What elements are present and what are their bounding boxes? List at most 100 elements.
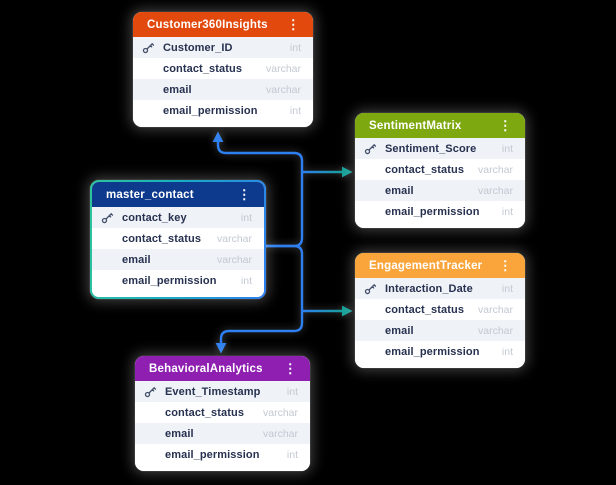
field-row-email_permission[interactable]: email_permission int (355, 341, 525, 362)
field-type: int (501, 345, 513, 358)
field-type: int (501, 142, 513, 155)
table-menu-icon[interactable]: ⋮ (498, 118, 512, 133)
field-name: Sentiment_Score (385, 142, 477, 155)
table-menu-icon[interactable]: ⋮ (283, 361, 297, 376)
key-column-spacer (142, 62, 163, 76)
field-type: int (286, 448, 298, 461)
relationship-master_contact-to-customer360insights[interactable] (212, 131, 304, 248)
key-column-spacer (142, 83, 163, 97)
field-type: varchar (477, 184, 513, 197)
field-name: contact_status (385, 303, 465, 316)
field-name: email_permission (385, 205, 480, 218)
field-type: int (240, 274, 252, 287)
field-row-contact_status[interactable]: contact_status varchar (135, 402, 310, 423)
field-type: varchar (262, 406, 298, 419)
table-title: master_contact (106, 188, 194, 201)
arrowhead-icon (342, 305, 353, 317)
key-column-spacer (101, 253, 122, 267)
field-name: email (385, 324, 414, 337)
table-menu-icon[interactable]: ⋮ (498, 258, 512, 273)
table-node-customer360insights[interactable]: Customer360Insights ⋮ Customer_ID int contac… (133, 12, 313, 127)
field-type: int (501, 205, 513, 218)
table-header-customer360insights[interactable]: Customer360Insights ⋮ (133, 12, 313, 37)
field-type: int (286, 385, 298, 398)
field-type: varchar (216, 253, 252, 266)
field-name: contact_key (122, 211, 187, 224)
field-row-contact_status[interactable]: contact_status varchar (133, 58, 313, 79)
table-header-master_contact[interactable]: master_contact ⋮ (92, 182, 264, 207)
key-column-spacer (144, 427, 165, 441)
field-type: int (289, 41, 301, 54)
field-type: varchar (265, 83, 301, 96)
key-column-spacer (144, 406, 165, 420)
table-header-behavioralanalytics[interactable]: BehavioralAnalytics⋮ (135, 356, 310, 381)
primary-key-icon (364, 282, 385, 296)
key-column-spacer (364, 184, 385, 198)
field-row-contact_key[interactable]: contact_key int (92, 207, 264, 228)
field-row-email_permission[interactable]: email_permission int (355, 201, 525, 222)
relationship-master_contact-to-sentimentmatrix[interactable] (302, 166, 353, 178)
field-name: contact_status (165, 406, 245, 419)
table-menu-icon[interactable]: ⋮ (286, 17, 300, 32)
field-type: varchar (477, 324, 513, 337)
field-type: int (501, 282, 513, 295)
field-name: Customer_ID (163, 41, 233, 54)
key-column-spacer (144, 448, 165, 462)
key-column-spacer (364, 163, 385, 177)
key-column-spacer (364, 345, 385, 359)
field-name: contact_status (163, 62, 243, 75)
relationship-line[interactable] (216, 141, 304, 248)
field-row-Customer_ID[interactable]: Customer_ID int (133, 37, 313, 58)
field-name: email_permission (385, 345, 480, 358)
field-row-Interaction_Date[interactable]: Interaction_Date int (355, 278, 525, 299)
table-menu-icon[interactable]: ⋮ (237, 187, 251, 202)
field-name: email (165, 427, 194, 440)
field-type: varchar (265, 62, 301, 75)
field-name: email_permission (163, 104, 258, 117)
field-name: Event_Timestamp (165, 385, 261, 398)
arrowhead-icon (215, 343, 227, 354)
field-name: contact_status (122, 232, 202, 245)
arrowhead-icon (212, 131, 224, 142)
key-column-spacer (364, 205, 385, 219)
field-row-Sentiment_Score[interactable]: Sentiment_Score int (355, 138, 525, 159)
relationship-master_contact-to-behavioralanalytics[interactable] (215, 244, 304, 354)
table-header-sentimentmatrix[interactable]: SentimentMatrix ⋮ (355, 113, 525, 138)
field-type: varchar (262, 427, 298, 440)
field-row-email[interactable]: email varchar (135, 423, 310, 444)
table-title: Customer360Insights (147, 18, 268, 31)
field-name: contact_status (385, 163, 465, 176)
field-name: Interaction_Date (385, 282, 473, 295)
relationship-master_contact-to-engagementtracker[interactable] (302, 305, 353, 317)
field-type: int (240, 211, 252, 224)
field-row-Event_Timestamp[interactable]: Event_Timestamp int (135, 381, 310, 402)
field-name: email_permission (165, 448, 260, 461)
key-column-spacer (101, 232, 122, 246)
field-row-email_permission[interactable]: email_permission int (135, 444, 310, 465)
table-header-engagementtracker[interactable]: EngagementTracker ⋮ (355, 253, 525, 278)
table-title: EngagementTracker (369, 259, 483, 272)
relationship-line[interactable] (219, 244, 304, 343)
key-column-spacer (101, 274, 122, 288)
field-row-email[interactable]: email varchar (355, 320, 525, 341)
table-title: SentimentMatrix (369, 119, 462, 132)
key-column-spacer (364, 303, 385, 317)
